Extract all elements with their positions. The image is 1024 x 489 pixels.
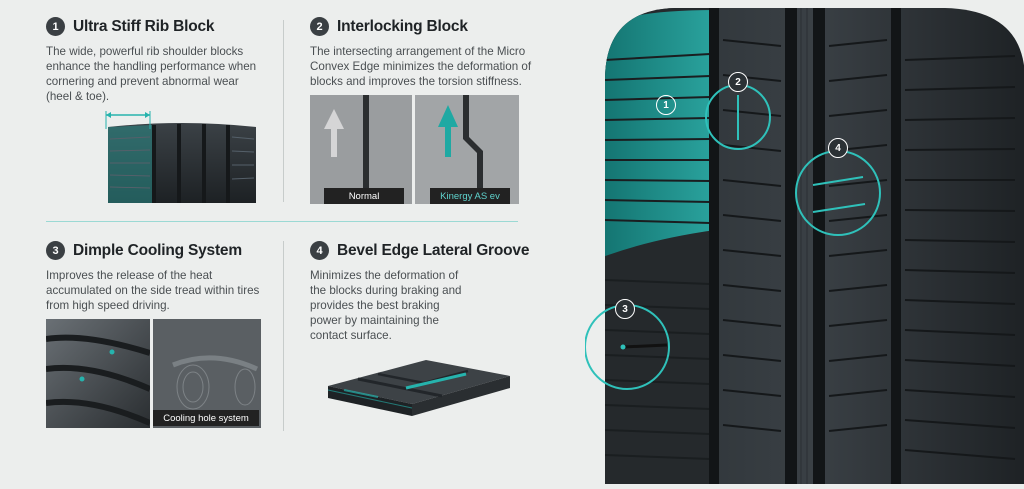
feature-description: The intersecting arrangement of the Micr… bbox=[310, 45, 532, 88]
cooling-hole-image: Cooling hole system bbox=[153, 319, 261, 428]
callout-badge-2: 2 bbox=[728, 72, 748, 92]
feature-description: Minimizes the deformation of the blocks … bbox=[310, 269, 462, 342]
number-badge: 4 bbox=[310, 241, 329, 260]
number-badge: 1 bbox=[46, 17, 65, 36]
feature-bevel-edge-lateral-groove: 4 Bevel Edge Lateral Groove Minimizes th… bbox=[310, 241, 535, 343]
feature-title-text: Bevel Edge Lateral Groove bbox=[337, 241, 530, 259]
cooling-hole-caption: Cooling hole system bbox=[153, 410, 259, 426]
feature-title: 3 Dimple Cooling System bbox=[46, 241, 266, 260]
feature-title-text: Interlocking Block bbox=[337, 17, 468, 35]
number-badge: 2 bbox=[310, 17, 329, 36]
divider-vertical-bottom bbox=[283, 241, 284, 431]
rib-block-tread-image bbox=[104, 107, 260, 205]
feature-title-text: Dimple Cooling System bbox=[73, 241, 242, 259]
divider-vertical-top bbox=[283, 20, 284, 202]
normal-caption: Normal bbox=[324, 188, 404, 204]
feature-title: 1 Ultra Stiff Rib Block bbox=[46, 17, 261, 36]
tire-tread-illustration: 1 2 4 3 bbox=[584, 0, 1024, 484]
number-badge: 3 bbox=[46, 241, 65, 260]
callout-badge-3: 3 bbox=[615, 299, 635, 319]
feature-interlocking-block: 2 Interlocking Block The intersecting ar… bbox=[310, 17, 535, 89]
feature-title-text: Ultra Stiff Rib Block bbox=[73, 17, 215, 35]
side-tread-dimple-image bbox=[46, 319, 150, 428]
interlocking-groove-image: Kinergy AS ev bbox=[415, 95, 519, 204]
callout-badge-1: 1 bbox=[656, 95, 676, 115]
feature-title: 4 Bevel Edge Lateral Groove bbox=[310, 241, 535, 260]
feature-title: 2 Interlocking Block bbox=[310, 17, 535, 36]
feature-description: The wide, powerful rib shoulder blocks e… bbox=[46, 45, 257, 103]
feature-ultra-stiff-rib-block: 1 Ultra Stiff Rib Block The wide, powerf… bbox=[46, 17, 261, 104]
feature-description: Improves the release of the heat accumul… bbox=[46, 269, 260, 312]
product-caption: Kinergy AS ev bbox=[430, 188, 510, 204]
bevel-block-image bbox=[318, 350, 518, 428]
feature-dimple-cooling-system: 3 Dimple Cooling System Improves the rel… bbox=[46, 241, 266, 313]
normal-groove-image: Normal bbox=[310, 95, 412, 204]
callout-badge-4: 4 bbox=[828, 138, 848, 158]
divider-horizontal bbox=[46, 221, 518, 222]
